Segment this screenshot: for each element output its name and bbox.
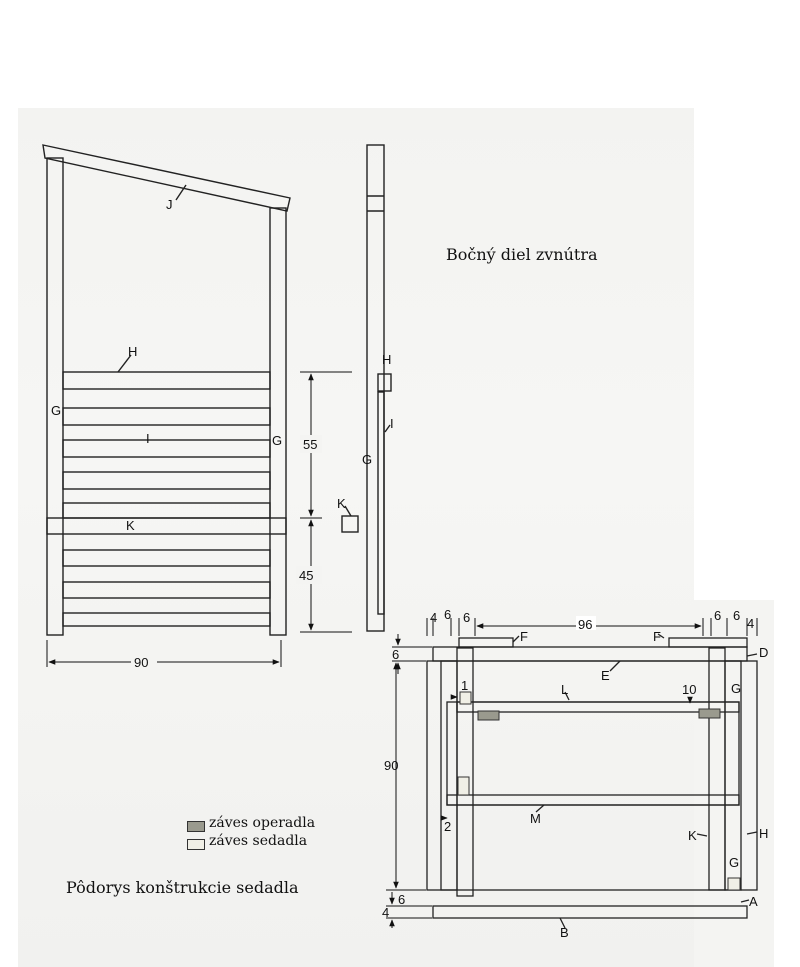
- dim-6-left-top: 6: [392, 647, 399, 662]
- part-b-front-rail: [432, 905, 748, 919]
- dimension-label-bg: [296, 566, 322, 584]
- part-i-slats-edge: [377, 391, 385, 615]
- part-i-slat: [62, 502, 271, 519]
- label-k: K: [126, 518, 135, 533]
- dim-90: 90: [134, 655, 148, 670]
- part-left-leg-inner: [456, 647, 474, 897]
- dim-4-left-bottom: 4: [382, 905, 389, 920]
- part-e-back-rail: [432, 646, 748, 662]
- part-k-block: [341, 515, 359, 533]
- part-i-slat: [62, 439, 271, 458]
- part-right-leg-inner: [708, 647, 726, 891]
- plan-label-g-top: G: [731, 681, 741, 696]
- seat-hinge-bottom-left: [457, 776, 470, 796]
- side-label-g: G: [362, 452, 372, 467]
- plan-label-f-left: F: [520, 629, 528, 644]
- plan-label-f-right: F: [653, 629, 661, 644]
- plan-view-dimension-labels: 4 6 6 96 6 6 4 6 90 6 4 1 2 10: [382, 607, 754, 920]
- backrest-hinge-right: [698, 708, 721, 719]
- plan-label-b: B: [560, 925, 569, 940]
- plan-view-dimensions: [386, 618, 758, 928]
- part-left-leg-outer: [440, 660, 458, 891]
- part-outer-frame: [426, 660, 758, 891]
- seat-hinge-bottom-right: [727, 877, 741, 891]
- dim-4-top-right: 4: [747, 616, 754, 631]
- legend-swatch-backrest-hinge: [187, 821, 205, 832]
- plan-label-k: K: [688, 828, 697, 843]
- dimension-label-bg: [576, 616, 596, 630]
- side-label-h: H: [382, 352, 391, 367]
- part-h-block: [377, 373, 392, 392]
- dim-10: 10: [682, 682, 696, 697]
- label-j: J: [166, 197, 173, 212]
- part-seat-frame: [446, 701, 740, 806]
- part-i-slat: [62, 471, 271, 490]
- label-i: I: [146, 431, 150, 446]
- dim-96: 96: [578, 617, 592, 632]
- backrest-hinge-left: [477, 710, 500, 721]
- part-h-rail: [62, 371, 271, 390]
- dim-6-top-right-a: 6: [714, 608, 721, 623]
- part-i-slat: [62, 407, 271, 426]
- plan-label-m: M: [530, 811, 541, 826]
- dim-6-top-left-b: 6: [463, 610, 470, 625]
- part-i-slat: [62, 612, 271, 627]
- label-g-right: G: [272, 433, 282, 448]
- dimension-label-bg: [131, 654, 157, 670]
- dim-2: 2: [444, 819, 451, 834]
- part-i-slat: [62, 549, 271, 567]
- seat-hinge-top-left: [459, 691, 472, 705]
- plan-view: [426, 633, 758, 929]
- legend-swatch-seat-hinge: [187, 839, 205, 850]
- dim-45: 45: [299, 568, 313, 583]
- front-view: [42, 144, 291, 636]
- part-i-slat: [62, 581, 271, 599]
- legend-label-seat-hinge: záves sedadla: [209, 833, 308, 849]
- plan-label-g-bottom: G: [729, 855, 739, 870]
- part-g-left-post: [46, 157, 64, 636]
- plan-label-h: H: [759, 826, 768, 841]
- side-view: [341, 144, 392, 632]
- plan-view-labels: F F D E G L M K H G A B: [520, 629, 768, 940]
- side-label-k: K: [337, 496, 346, 511]
- part-f-right: [668, 637, 748, 648]
- part-g-side-post: [366, 144, 385, 632]
- dim-4-top-left: 4: [430, 610, 437, 625]
- plan-label-l: L: [561, 682, 568, 697]
- dimension-label-bg: [300, 435, 322, 453]
- label-g-left: G: [51, 403, 61, 418]
- part-k-rail: [46, 517, 287, 535]
- dim-90-left: 90: [384, 758, 398, 773]
- side-label-i: I: [390, 416, 394, 431]
- dim-1: 1: [461, 678, 468, 693]
- part-f-left: [458, 637, 514, 648]
- plan-label-e: E: [601, 668, 610, 683]
- front-view-dimensions: [46, 371, 352, 667]
- dim-6-left-bottom: 6: [398, 892, 405, 907]
- part-j-top-board: [42, 144, 291, 212]
- label-h: H: [128, 344, 137, 359]
- caption-floor-plan: Pôdorys konštrukcie sedadla: [66, 878, 299, 897]
- caption-side-panel: Bočný diel zvnútra: [446, 245, 598, 264]
- plan-label-a: A: [749, 894, 758, 909]
- part-m-seat-rail: [446, 794, 740, 806]
- paper-scan-background: [18, 108, 694, 967]
- plan-label-d: D: [759, 645, 768, 660]
- legend-label-backrest-hinge: záves operadla: [209, 815, 316, 831]
- dim-55: 55: [303, 437, 317, 452]
- front-view-labels: J H G G I K: [51, 197, 282, 533]
- dim-6-top-left-a: 6: [444, 607, 451, 622]
- dim-6-top-right-b: 6: [733, 608, 740, 623]
- part-g-right-post: [269, 207, 287, 636]
